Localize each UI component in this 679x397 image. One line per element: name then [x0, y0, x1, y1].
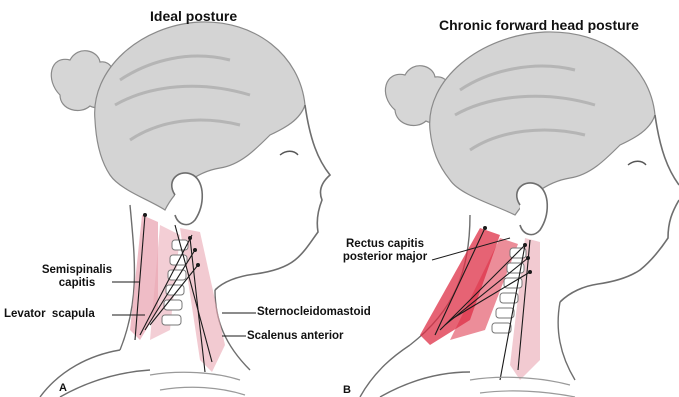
panel-b-figure — [360, 32, 679, 397]
panel-b-title: Chronic forward head posture — [439, 17, 639, 33]
ear-b — [517, 183, 548, 235]
panel-a-title: Ideal posture — [150, 8, 237, 24]
panel-a-letter: A — [59, 382, 67, 394]
label-semispinalis-capitis: Semispinalis capitis — [37, 264, 117, 290]
label-rectus-line2: posterior major — [335, 251, 435, 264]
label-rectus-capitis-posterior-major: Rectus capitis posterior major — [335, 238, 435, 264]
panel-b-letter: B — [343, 384, 351, 396]
ear-a — [172, 173, 203, 225]
label-semispinalis-line2: capitis — [37, 277, 117, 290]
label-levator-scapula: Levator scapula — [4, 308, 95, 321]
sternocleidomastoid-muscle-b — [510, 238, 540, 380]
label-rectus-line1: Rectus capitis — [335, 238, 435, 251]
label-sternocleidomastoid: Sternocleidomastoid — [257, 306, 371, 319]
label-semispinalis-line1: Semispinalis — [37, 264, 117, 277]
label-scalenus-anterior: Scalenus anterior — [247, 330, 344, 343]
